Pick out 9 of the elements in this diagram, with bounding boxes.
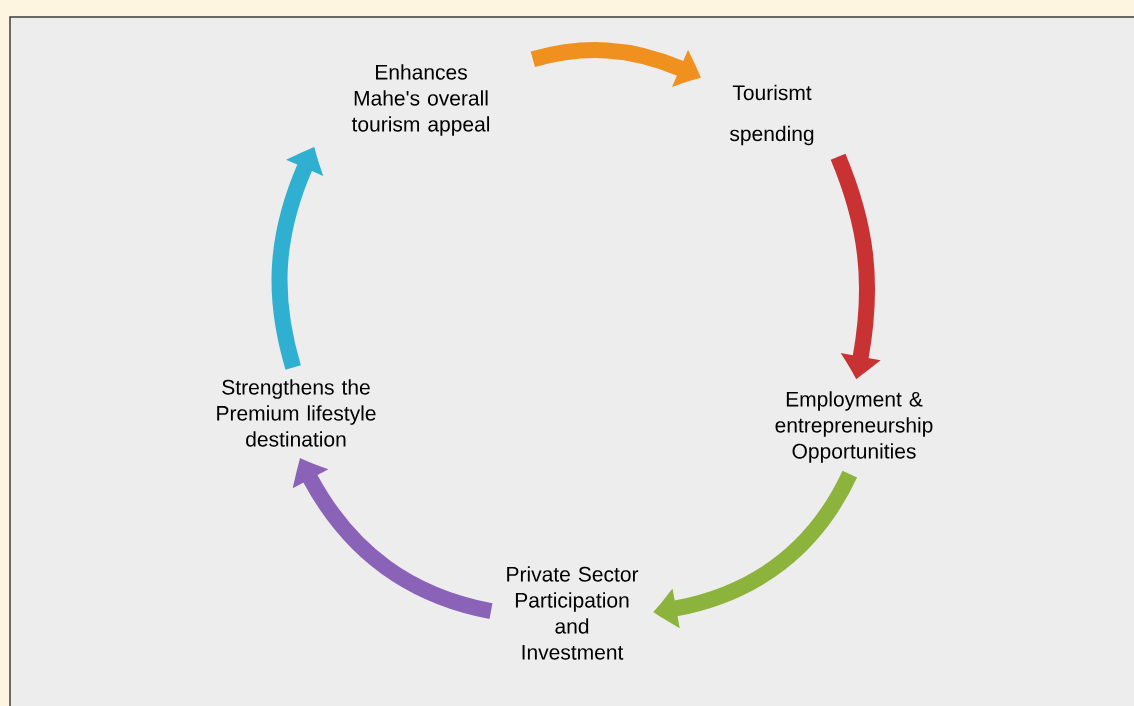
curved-arrow (654, 470, 857, 626)
node-text: Strengthens the Premium lifestyle destination (217, 379, 376, 447)
node-text: Private Sector Participation and Investment (507, 566, 639, 660)
curved-arrow (271, 148, 322, 370)
node-text: Tourismt spending (729, 84, 814, 146)
curved-arrow (294, 459, 493, 619)
node-text: Employment & entrepreneurship Opportunities (775, 391, 933, 463)
node-text: Enhances Mahe's overall tourism appeal (351, 64, 490, 136)
curved-arrow (530, 42, 700, 85)
